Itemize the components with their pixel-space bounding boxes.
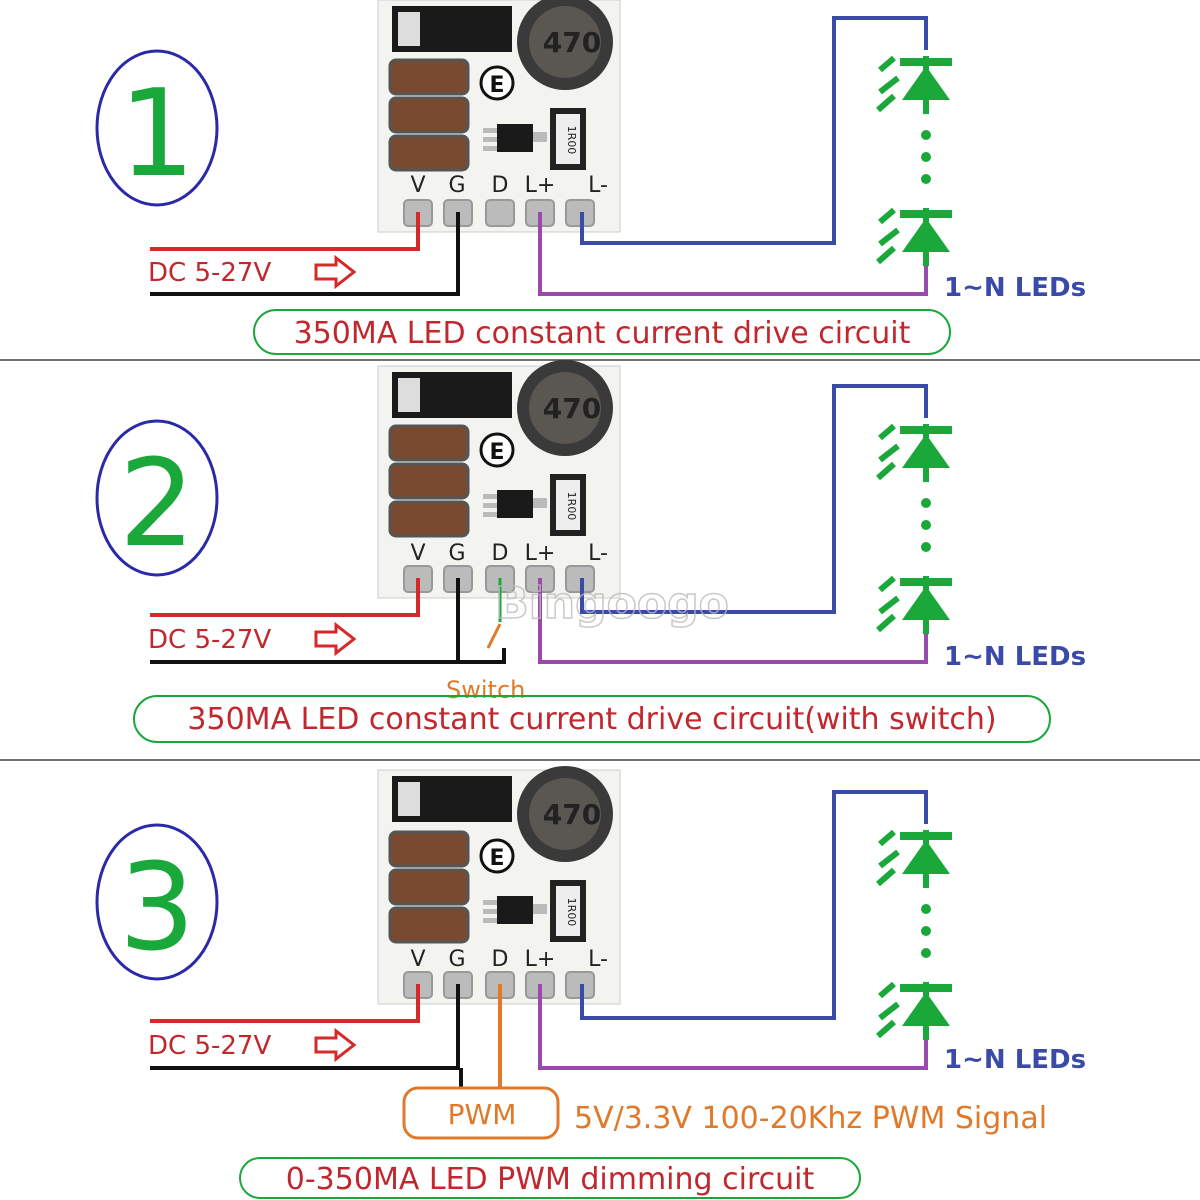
pin-label-lplus: L+ [525,173,556,198]
pin-label-g: G [448,173,465,198]
pin-label-d: D [492,173,509,198]
pin-labels: V G D L+ L- [410,947,607,972]
arrow-icon [314,1027,357,1063]
section-number: 3 [119,839,195,978]
logo-mark: E [489,440,504,465]
inductor-marking: 470 [543,392,601,425]
pwm-box-label: PWM [448,1098,517,1131]
led-chain-dots [921,130,931,184]
led-count-label: 1~N LEDs [944,642,1086,672]
section-2: 2 470 E 1R00 V G D L+ L- [95,360,1086,743]
pin-label-v: V [410,173,425,198]
pin-label-lminus: L- [588,947,608,972]
pin-label-lminus: L- [588,541,608,566]
pin-labels: V G D L+ L- [410,541,607,566]
section-3: 3 470 E 1R00 V G D L+ L- [95,766,1086,1199]
ground-wire [150,984,460,1070]
supply-label: DC 5-27V [148,258,271,288]
pwm-signal-label: 5V/3.3V 100-20Khz PWM Signal [574,1101,1047,1136]
pin-label-lplus: L+ [525,947,556,972]
resistor-marking: 1R00 [565,898,578,927]
lminus-wire [580,790,928,1020]
inductor-marking: 470 [543,26,601,59]
section-number-circle [95,49,219,207]
lminus-wire [580,16,928,245]
led-driver-board: 470 E 1R00 [377,766,621,1005]
pin-label-v: V [410,947,425,972]
section-number-circle [95,419,219,577]
led-chain-dots [921,498,931,552]
pin-label-d: D [492,541,509,566]
arrow-icon [314,621,357,657]
pin-label-d: D [492,947,509,972]
switch-ground-wire [458,648,506,664]
caption-frame [133,695,1051,743]
switch-icon [486,623,502,649]
brand-watermark: Bingoogo [495,578,729,629]
supply-wire [150,212,420,251]
supply-wire [150,578,420,617]
switch-label: Switch [446,676,525,704]
caption: 0-350MA LED PWM dimming circuit [286,1162,815,1197]
led-driver-board: 470 E 1R00 [377,0,621,233]
led-icon [878,424,952,482]
led-count-label: 1~N LEDs [944,273,1086,303]
led-icon [878,830,952,888]
caption: 350MA LED constant current drive circuit [294,316,911,351]
section-number: 1 [119,65,195,204]
pin-label-v: V [410,541,425,566]
led-chain-dots [921,904,931,958]
logo-mark: E [489,73,504,98]
led-icon [878,208,952,266]
led-icon [878,576,952,634]
led-count-label: 1~N LEDs [944,1045,1086,1075]
section-1: 1 470 E 1R00 V G D L+ L- [95,0,1086,355]
supply-label: DC 5-27V [148,1031,271,1061]
arrow-icon [314,254,357,290]
pin-label-lminus: L- [588,173,608,198]
lplus-wire [538,212,928,296]
pin-labels: V G D L+ L- [410,173,607,198]
section-number-circle [95,823,219,981]
solder-pads [403,199,595,227]
inductor-marking: 470 [543,798,601,831]
led-icon [878,982,952,1040]
logo-mark: E [489,846,504,871]
pin-label-g: G [448,541,465,566]
pwm-box [402,1086,560,1140]
supply-wire [150,984,420,1023]
pin-label-g: G [448,947,465,972]
caption-frame [239,1157,861,1199]
pin-label-lplus: L+ [525,541,556,566]
ground-wire [150,212,460,296]
supply-label: DC 5-27V [148,625,271,655]
lminus-wire [580,384,928,614]
lplus-wire [538,984,928,1070]
section-number: 2 [119,435,195,574]
led-driver-board: 470 E 1R00 [377,360,621,599]
resistor-marking: 1R00 [565,126,578,155]
lplus-wire [538,578,928,664]
caption-frame [253,309,951,355]
caption: 350MA LED constant current drive circuit… [187,702,996,737]
led-icon [878,56,952,114]
resistor-marking: 1R00 [565,492,578,521]
